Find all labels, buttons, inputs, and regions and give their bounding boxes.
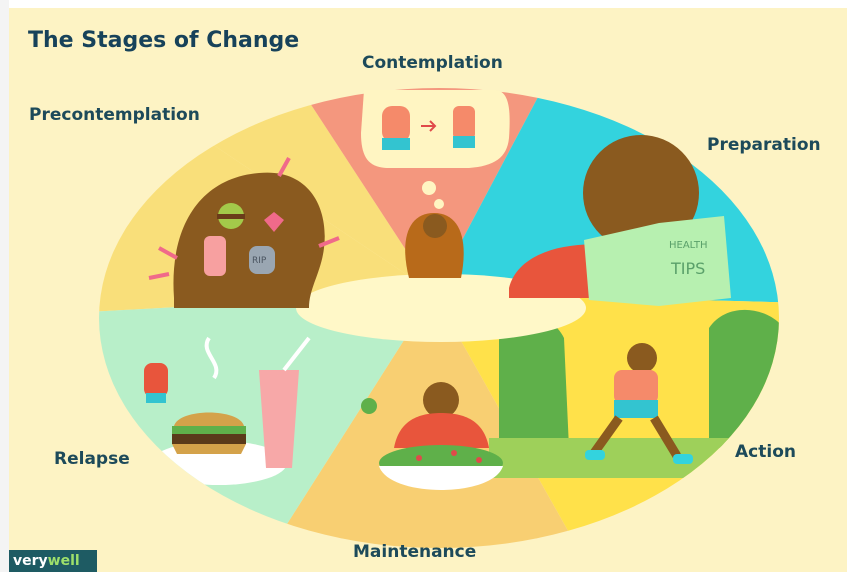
stages-wheel: RIP HEALTH TIPS (99, 88, 779, 548)
relapse-figure (144, 336, 311, 468)
stages-of-change-canvas: RIP HEALTH TIPS (9, 8, 847, 572)
stage-label-precontemplation: Precontemplation (29, 105, 200, 125)
stage-label-action: Action (735, 442, 796, 462)
stage-label-contemplation: Contemplation (362, 53, 503, 73)
preparation-figure: HEALTH TIPS (509, 135, 731, 306)
precontemplation-figure: RIP (148, 157, 340, 308)
logo-text-part2: well (47, 553, 80, 569)
contemplation-thought-bubble (361, 90, 510, 278)
action-bushes-right (709, 310, 779, 448)
gravestone-text: RIP (252, 256, 267, 266)
left-edge-strip (0, 0, 9, 572)
verywell-logo[interactable]: verywell (9, 550, 97, 572)
logo-text-part1: very (13, 553, 48, 569)
action-bushes (499, 315, 569, 458)
stage-label-preparation: Preparation (707, 135, 821, 155)
book-text-line1: HEALTH (669, 240, 708, 251)
page-title: The Stages of Change (28, 28, 300, 53)
stage-label-relapse: Relapse (54, 449, 130, 469)
book-text-line2: TIPS (670, 259, 705, 278)
stage-label-maintenance: Maintenance (353, 542, 477, 562)
maintenance-figure (361, 382, 503, 490)
action-figure (585, 343, 693, 464)
